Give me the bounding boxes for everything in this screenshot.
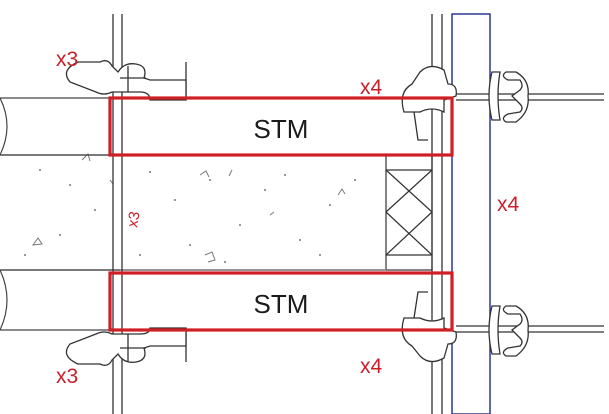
stm-label-bottom: STM xyxy=(254,289,309,319)
right-panel xyxy=(451,13,491,414)
right-clamp-top xyxy=(401,65,457,141)
stm-box-top: STM xyxy=(108,96,454,157)
qty-label-rotated-middle: x3 xyxy=(124,210,143,229)
qty-label-top-left: x3 xyxy=(56,48,78,71)
qty-label-bottom-left: x3 xyxy=(56,365,78,388)
stm-box-bottom: STM xyxy=(108,271,454,332)
tie-rod-top xyxy=(456,71,604,123)
concrete-core xyxy=(0,153,385,271)
right-clamp-bottom xyxy=(401,291,457,363)
stm-label-top: STM xyxy=(254,114,309,144)
qty-label-bottom-right: x4 xyxy=(360,355,383,378)
right-bracing xyxy=(385,154,433,271)
left-clamp-top xyxy=(65,60,187,101)
qty-label-vertical-panel: x4 xyxy=(497,193,520,216)
qty-label-top-right: x4 xyxy=(360,76,383,99)
left-wall xyxy=(0,97,120,331)
tie-rod-bottom xyxy=(456,305,604,357)
left-clamp-bottom xyxy=(65,327,187,366)
